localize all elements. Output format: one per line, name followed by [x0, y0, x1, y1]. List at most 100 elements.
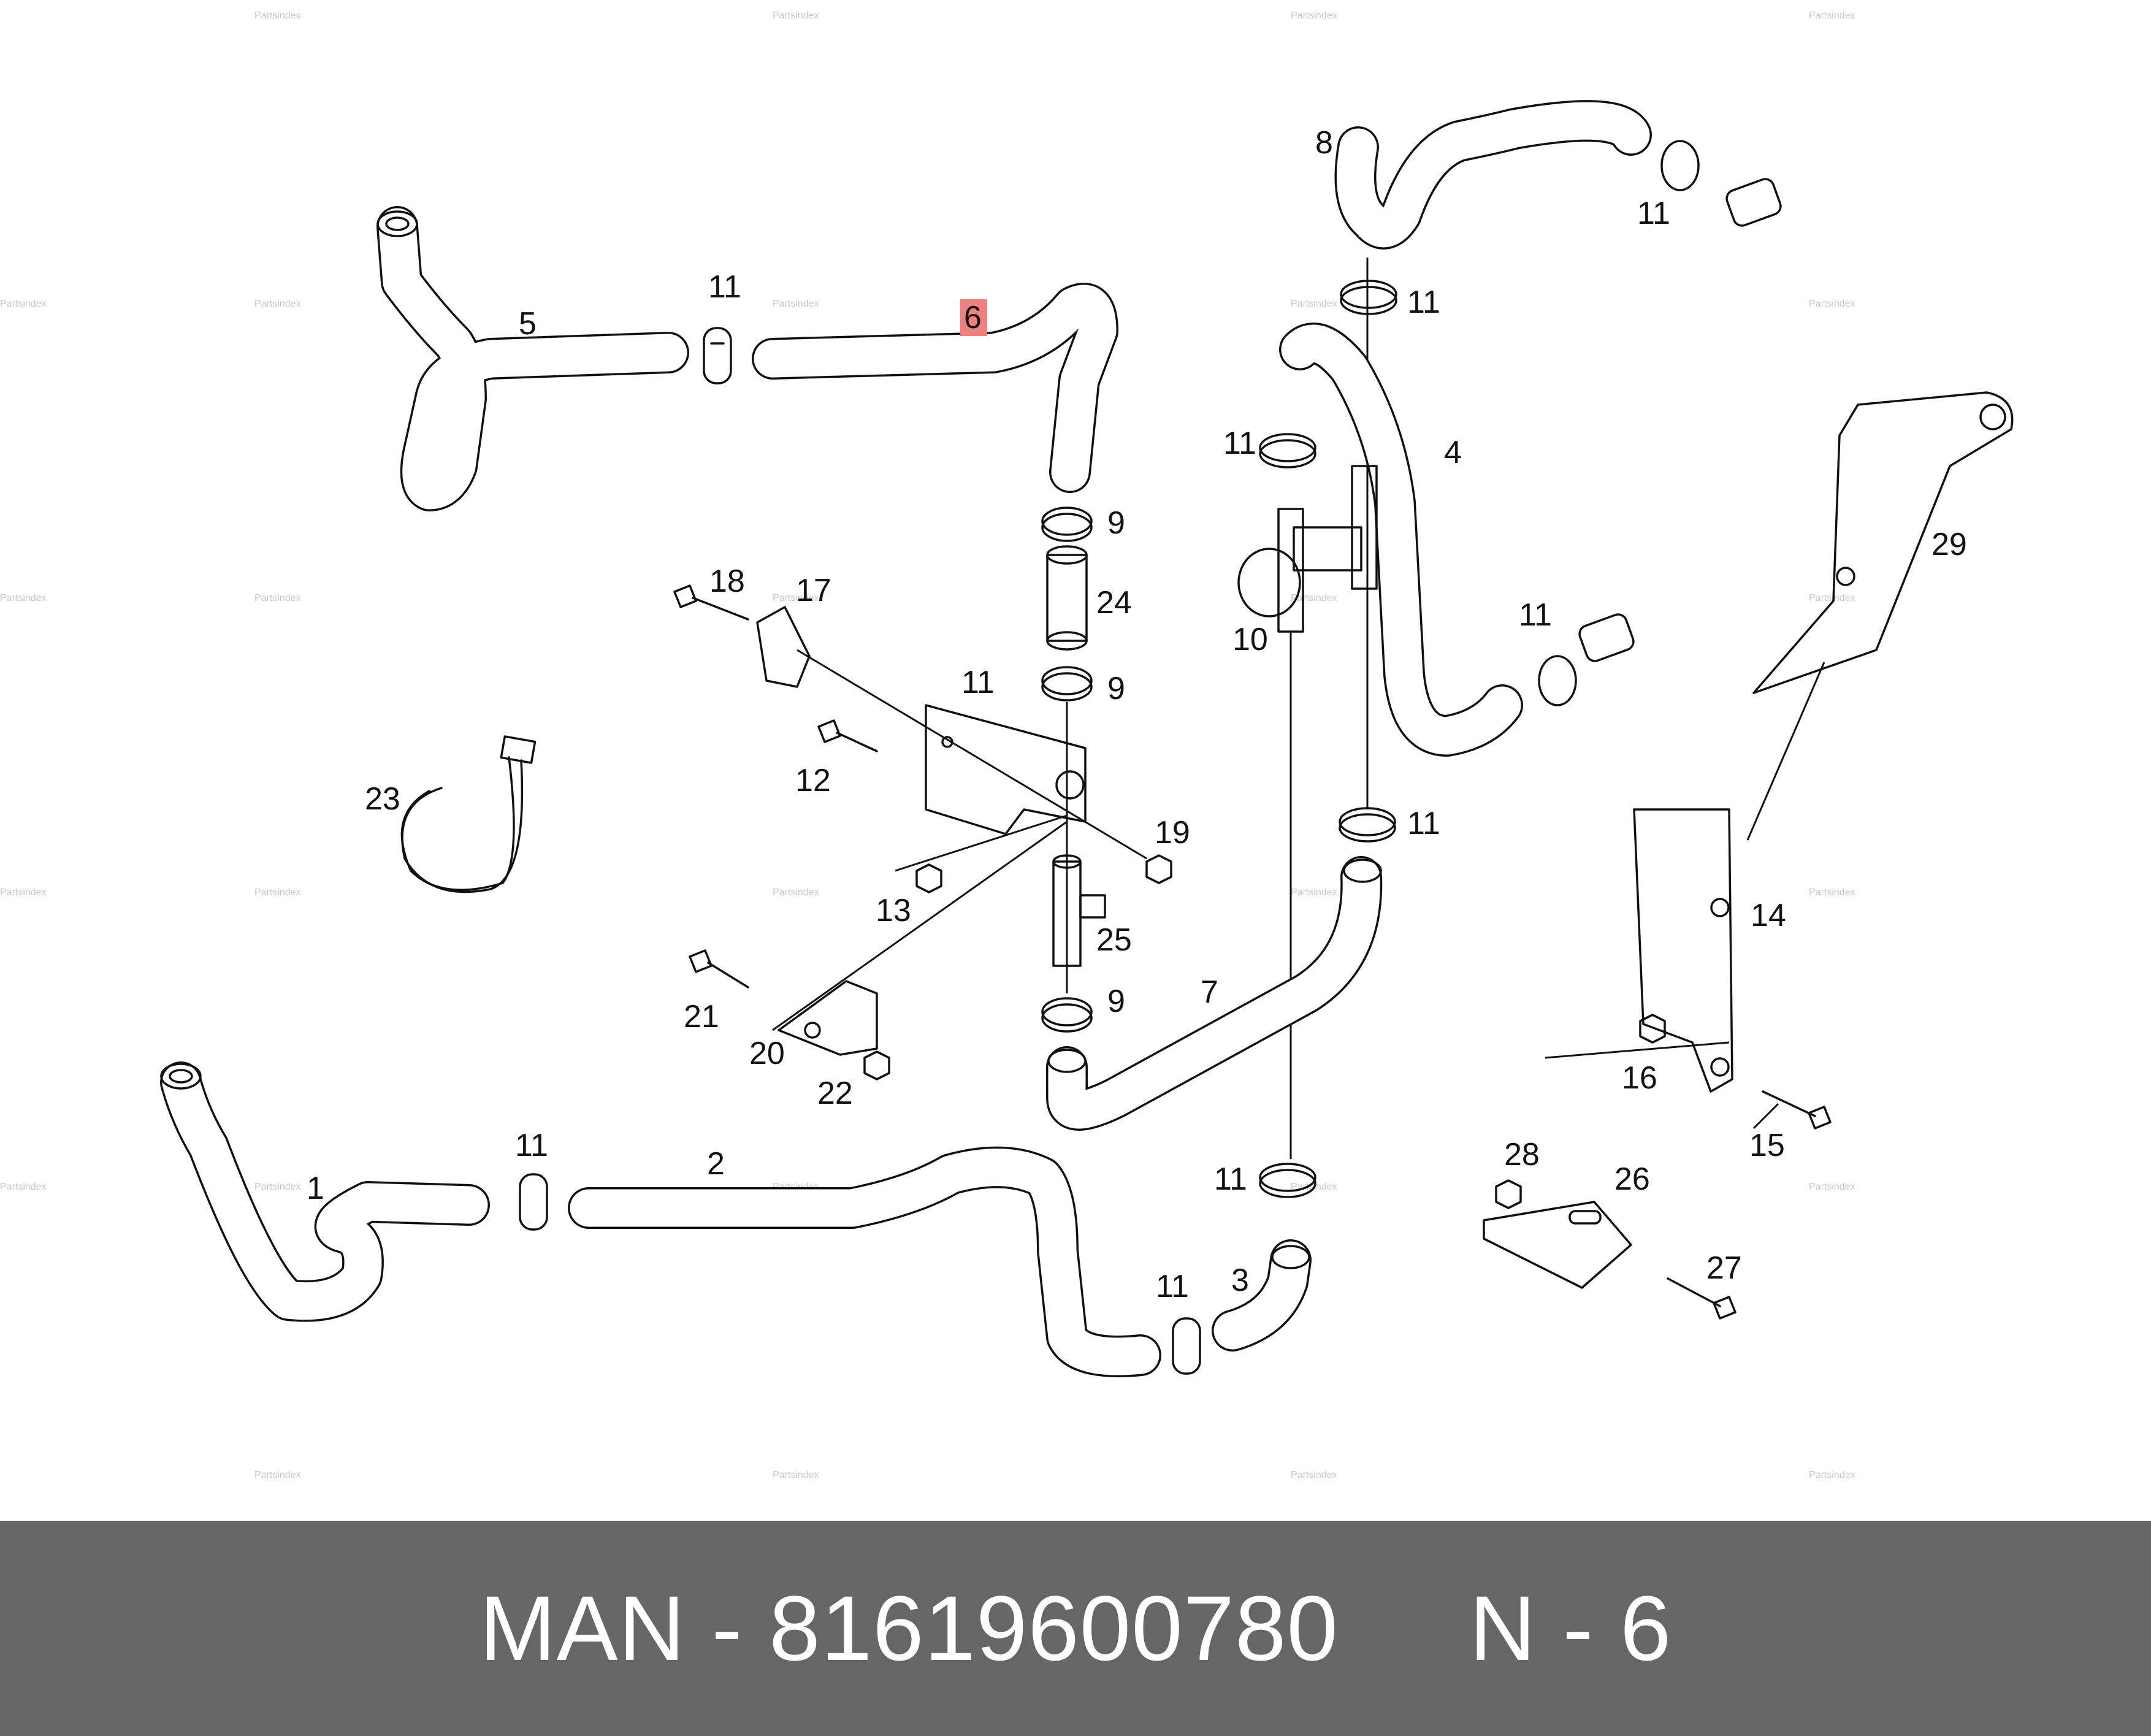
- callout-13: 12: [795, 763, 831, 798]
- callout-11: 11: [515, 1128, 548, 1163]
- watermark: Partsindex: [254, 887, 301, 898]
- callout-29: 28: [1504, 1137, 1540, 1172]
- part-number-caption: MAN - 81619600780 N - 6: [479, 1577, 1672, 1680]
- clip-18: [756, 606, 811, 688]
- callout-10: 10: [1232, 622, 1268, 657]
- bracket-12: [925, 704, 1087, 835]
- watermark: Partsindex: [254, 1470, 301, 1480]
- watermark: Partsindex: [773, 1470, 819, 1480]
- watermark: Partsindex: [254, 1182, 301, 1192]
- callout-18: 17: [796, 573, 831, 608]
- watermark: Partsindex: [773, 10, 819, 21]
- watermark: Partsindex: [1809, 887, 1855, 898]
- callout-11: 11: [708, 269, 741, 305]
- watermark: Partsindex: [1291, 10, 1337, 21]
- callout-15: 14: [1751, 898, 1786, 933]
- t-piece-26: [1052, 854, 1106, 967]
- callout-11: 11: [1156, 1269, 1189, 1304]
- hose-2: [568, 1146, 1161, 1377]
- callout-2: 2: [707, 1146, 725, 1182]
- bolt-13: [817, 719, 878, 752]
- callout-25: 24: [1096, 585, 1132, 621]
- callout-5: 5: [519, 306, 537, 342]
- callout-11: 11: [1519, 597, 1552, 633]
- callout-11: 11: [1214, 1161, 1247, 1197]
- callout-7: 7: [1201, 974, 1218, 1010]
- watermark: Partsindex: [254, 593, 301, 603]
- callout-11: 11: [1637, 196, 1670, 231]
- hose-6: [752, 283, 1118, 493]
- highlight-box: [960, 299, 987, 336]
- callout-27: 26: [1614, 1161, 1650, 1197]
- callout-11: 11: [1223, 426, 1256, 461]
- callout-labels: 1 2 3 4 5 6 7 8 9 9 9 10 11 11 11 11 11 …: [307, 125, 1967, 1304]
- connector-fittings: [1578, 178, 1782, 662]
- bracket-21: [777, 980, 878, 1056]
- callout-17: 16: [1622, 1060, 1657, 1096]
- watermark: Partsindex: [1291, 887, 1337, 898]
- callout-1: 1: [307, 1171, 324, 1206]
- bolt-22: [689, 949, 749, 988]
- callout-9: 9: [1107, 984, 1125, 1019]
- callout-22: 21: [684, 999, 719, 1034]
- callout-26: 25: [1096, 922, 1132, 958]
- callout-28: 27: [1706, 1250, 1742, 1286]
- nut-23: [863, 1050, 890, 1080]
- callout-6: 6: [964, 300, 982, 335]
- hose-8: [1334, 100, 1652, 250]
- footer-bar: MAN - 81619600780 N - 6: [0, 1521, 2151, 1736]
- watermark: Partsindex: [1291, 299, 1337, 309]
- callout-23: 22: [817, 1076, 853, 1111]
- callout-24: 23: [365, 781, 400, 817]
- watermark: Partsindex: [0, 887, 47, 898]
- tube-25: [1046, 545, 1088, 651]
- watermark: Partsindex: [1809, 1470, 1855, 1480]
- valve-10: [1237, 465, 1378, 633]
- bracket-27: [1483, 1201, 1632, 1289]
- nut-17: [1639, 1014, 1666, 1044]
- nut-29: [1495, 1179, 1522, 1209]
- callout-11: 11: [1407, 285, 1440, 320]
- callout-4: 4: [1444, 435, 1462, 470]
- leader-lines: [772, 258, 1825, 1159]
- bolt-16: [1762, 1090, 1832, 1130]
- bolt-28: [1667, 1277, 1736, 1320]
- hose-clamps: [519, 140, 1700, 1375]
- callout-9: 9: [1107, 671, 1125, 706]
- watermark: Partsindex: [1809, 1182, 1855, 1192]
- callout-11: 11: [1407, 806, 1440, 841]
- hose-3: [1212, 1239, 1312, 1352]
- callout-9: 9: [1107, 505, 1125, 541]
- callout-19: 18: [709, 564, 745, 599]
- hose-4: [1279, 323, 1523, 757]
- hose-1: [160, 1061, 490, 1322]
- bolt-19: [673, 584, 749, 621]
- callout-16: 15: [1749, 1128, 1785, 1163]
- bolts-and-nuts: [673, 584, 1832, 1320]
- callout-3: 3: [1231, 1263, 1249, 1298]
- parts-diagram: Partsindex Partsindex Partsindex Partsin…: [0, 10, 2014, 1480]
- callout-21: 20: [749, 1036, 785, 1071]
- nut-20: [1145, 854, 1172, 884]
- cable-tie-24: [400, 735, 537, 893]
- watermark: Partsindex: [254, 299, 301, 309]
- callout-12: 11: [961, 665, 995, 700]
- watermark: Partsindex: [1809, 10, 1855, 21]
- bracket-30: [1752, 391, 2014, 694]
- watermark: Partsindex: [254, 10, 301, 21]
- watermark: Partsindex: [1291, 1470, 1337, 1480]
- bracket-15: [1633, 808, 1733, 1093]
- callout-30: 29: [1931, 527, 1967, 562]
- watermark: Partsindex: [0, 1182, 47, 1192]
- callout-20: 19: [1155, 815, 1190, 851]
- hose-5: [376, 206, 689, 511]
- watermark: Partsindex: [773, 887, 819, 898]
- watermark: Partsindex: [0, 593, 47, 603]
- hose-7: [1046, 856, 1383, 1131]
- watermark: Partsindex: [1809, 299, 1855, 309]
- callout-14: 13: [876, 893, 911, 928]
- nut-14: [915, 863, 942, 893]
- callout-8: 8: [1315, 125, 1333, 161]
- watermark: Partsindex: [0, 299, 47, 309]
- watermark: Partsindex: [773, 299, 819, 309]
